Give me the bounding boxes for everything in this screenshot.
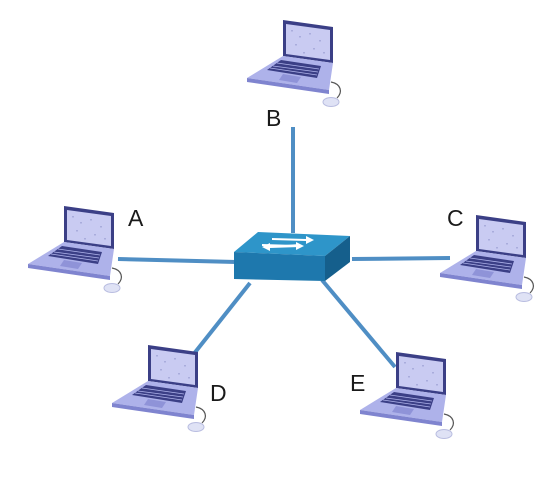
node-label-e: E	[350, 370, 366, 396]
node-label-d: D	[210, 380, 227, 406]
switch-arrows-icon	[262, 236, 314, 251]
links-layer	[117, 127, 451, 369]
link-switch-a	[117, 257, 237, 264]
laptop-icon-b	[246, 19, 341, 108]
laptop-icon-e	[359, 351, 454, 440]
link-switch-d	[183, 281, 252, 367]
laptop-icon-d	[111, 344, 206, 433]
link-switch-e	[320, 278, 397, 369]
node-label-a: A	[128, 205, 144, 231]
network-switch	[234, 232, 350, 281]
node-label-c: C	[447, 205, 464, 231]
node-label-b: B	[266, 105, 282, 131]
laptop-icon-a	[27, 205, 122, 294]
link-switch-c	[351, 256, 451, 261]
